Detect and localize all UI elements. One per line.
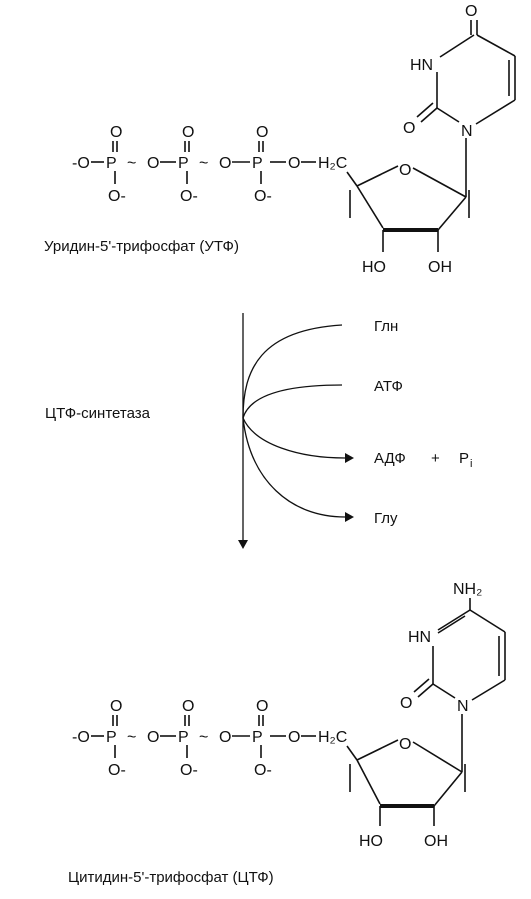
o-minus-3: O- (254, 762, 272, 779)
n3-atom: HN (408, 629, 431, 646)
input-atp: АТФ (374, 378, 403, 395)
bridge-o-1: O (147, 729, 159, 746)
phosphorus-1: P (106, 729, 117, 746)
n1-atom: N (457, 698, 469, 715)
bridge-o-2: O (219, 729, 231, 746)
cytosine-base: N NH₂ HN O (400, 581, 506, 715)
curve-atp (242, 384, 343, 419)
curve-gln (242, 324, 343, 419)
ctp-name: Цитидин-5'-трифосфат (ЦТФ) (68, 869, 274, 886)
n3-atom: HN (410, 57, 433, 74)
output-glu: Глу (374, 510, 398, 527)
minus-o: -O (72, 729, 90, 746)
link-1: ~ (127, 155, 136, 172)
n1-atom: N (461, 123, 473, 140)
output-adp: АДФ (374, 450, 406, 467)
ester-o: O (288, 729, 300, 746)
minus-o: -O (72, 155, 90, 172)
curve-glu (242, 417, 346, 518)
phosphate-pi: P (459, 450, 469, 467)
oh-group: OH (428, 259, 452, 276)
enzyme-label: ЦТФ-синтетаза (45, 405, 151, 422)
c2-oxygen: O (400, 695, 412, 712)
o-minus-1: O- (108, 762, 126, 779)
phosphate-chain: -O P O O- ~ O P O O- ~ O P O O- (72, 124, 347, 205)
double-o-3: O (256, 124, 268, 141)
utp-molecule: -O P O O- ~ O P O O- ~ O P O O- (44, 3, 516, 276)
ring-oxygen: O (399, 162, 411, 179)
oh-group: OH (424, 833, 448, 850)
link-2: ~ (199, 729, 208, 746)
ho-group: HO (359, 833, 383, 850)
o-minus-3: O- (254, 188, 272, 205)
arrowhead-adp (345, 453, 354, 463)
ring-oxygen: O (399, 736, 411, 753)
main-arrow-head (238, 540, 248, 549)
ho-group: HO (362, 259, 386, 276)
double-o-2: O (182, 124, 194, 141)
phosphorus-2: P (178, 155, 189, 172)
ch2-group: H₂C (318, 729, 347, 746)
double-o-1: O (110, 698, 122, 715)
o-minus-1: O- (108, 188, 126, 205)
phosphorus-3: P (252, 729, 263, 746)
bridge-o-1: O (147, 155, 159, 172)
c2-oxygen: O (403, 120, 415, 137)
ctp-molecule: -O P O O- ~ O P O O- ~ O P O O- (68, 581, 506, 886)
c4-oxygen: O (465, 3, 477, 20)
o-minus-2: O- (180, 188, 198, 205)
arrowhead-glu (345, 512, 354, 522)
ribose-ring: O HO OH (346, 138, 470, 276)
ribose-ring: O HO OH (346, 714, 466, 850)
input-gln: Глн (374, 318, 398, 335)
phosphorus-3: P (252, 155, 263, 172)
phosphorus-1: P (106, 155, 117, 172)
uracil-base: N O HN O (403, 3, 516, 140)
phosphorus-2: P (178, 729, 189, 746)
ch2-group: H₂C (318, 155, 347, 172)
double-o-2: O (182, 698, 194, 715)
bridge-o-2: O (219, 155, 231, 172)
ester-o: O (288, 155, 300, 172)
link-2: ~ (199, 155, 208, 172)
reaction-arrows: ЦТФ-синтетаза Глн АТФ АДФ + P i Глу (45, 313, 472, 549)
utp-name: Уридин-5'-трифосфат (УТФ) (44, 238, 239, 255)
double-o-3: O (256, 698, 268, 715)
phosphate-pi-subscript: i (470, 458, 472, 470)
double-o-1: O (110, 124, 122, 141)
plus-sign: + (431, 450, 440, 467)
curve-adp (242, 417, 346, 459)
amino-group: NH₂ (453, 581, 482, 598)
link-1: ~ (127, 729, 136, 746)
phosphate-chain: -O P O O- ~ O P O O- ~ O P O O- (72, 698, 347, 779)
o-minus-2: O- (180, 762, 198, 779)
